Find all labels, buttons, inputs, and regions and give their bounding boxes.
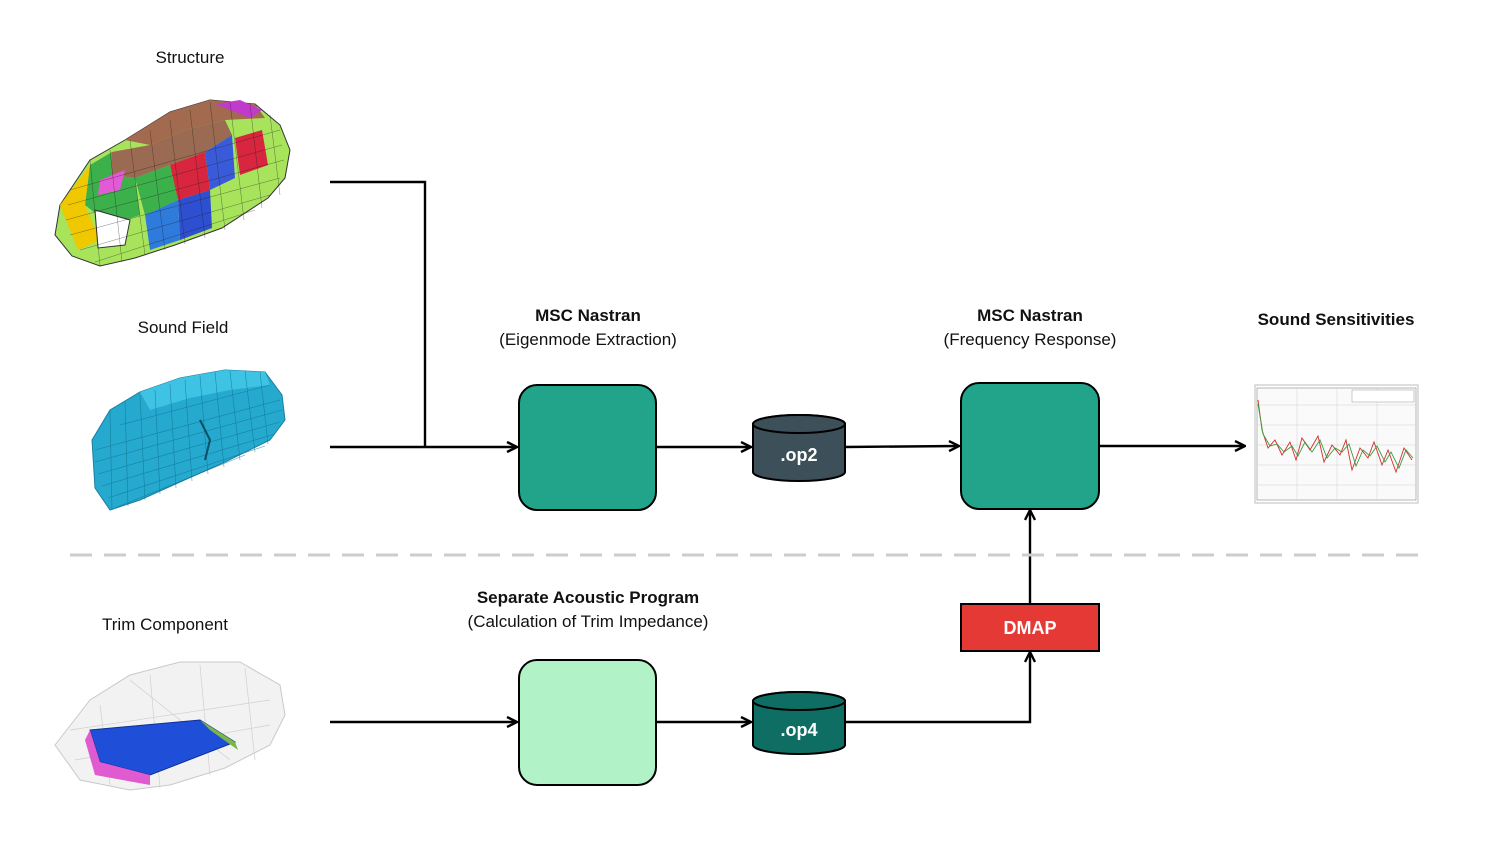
trim-component-image (54, 661, 286, 791)
acoustic-title: Separate Acoustic Program (476, 588, 700, 607)
sound-field-label: Sound Field (137, 318, 229, 337)
dmap-label: DMAP (1004, 618, 1057, 638)
freq-subtitle: (Frequency Response) (943, 330, 1117, 349)
op4-label: .op4 (780, 720, 817, 740)
connectors (330, 180, 1245, 724)
freq-title: MSC Nastran (977, 306, 1083, 325)
dmap-box (960, 603, 1100, 652)
acoustic-program-box (518, 659, 657, 786)
trim-component-label: Trim Component (102, 615, 228, 634)
eigen-title: MSC Nastran (535, 306, 641, 325)
structure-label: Structure (155, 48, 225, 67)
op4-to-dmap-arrow (845, 652, 1030, 724)
acoustic-subtitle: (Calculation of Trim Impedance) (467, 612, 709, 631)
structure-car-image (54, 99, 291, 267)
eigen-subtitle: (Eigenmode Extraction) (499, 330, 677, 349)
output-title: Sound Sensitivities (1257, 310, 1415, 329)
sound-sensitivities-plot (1254, 384, 1419, 504)
frequency-response-box (960, 382, 1100, 510)
op4-file-cylinder: .op4 (752, 691, 846, 755)
op2-file-cylinder: .op2 (752, 414, 846, 482)
op2-label: .op2 (780, 445, 817, 465)
eigenmode-extraction-box (518, 384, 657, 511)
structure-connector (330, 180, 427, 447)
sound-field-image (91, 369, 286, 511)
op2-to-freq-arrow (844, 446, 959, 447)
